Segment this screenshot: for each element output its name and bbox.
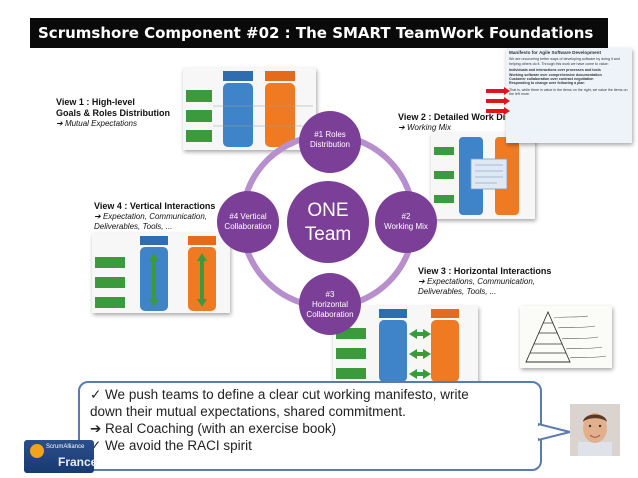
view1-sub: Mutual Expectations [64, 119, 137, 128]
scrum-alliance-logo: ScrumAlliance France [24, 440, 98, 473]
view4-title: View 4 : Vertical Interactions [94, 201, 216, 211]
manifesto-line-2: Working software over comprehensive docu… [509, 72, 602, 77]
speech-bubble [78, 381, 542, 471]
view3-sub-b: Deliverables, Tools, ... [418, 287, 497, 296]
node-2-circle [375, 191, 437, 253]
arrow-right-icon: ➔ [94, 212, 103, 221]
node-1-line-a: #1 Roles [314, 130, 346, 139]
bubble-line-2: down their mutual expectations, shared c… [90, 404, 406, 419]
arrow-right-icon: ➔ [398, 123, 407, 132]
view3-diagram [333, 306, 478, 384]
node-1-line-b: Distribution [309, 140, 350, 149]
view2-label: View 2 : Detailed Work Distribution ➔ Wo… [398, 112, 547, 133]
red-arrows-icon [486, 87, 510, 115]
view3-title: View 3 : Horizontal Interactions [418, 266, 552, 276]
view4-label: View 4 : Vertical Interactions ➔ Expecta… [94, 201, 234, 232]
center-label: ONE Team [287, 199, 369, 247]
arrow-right-icon: ➔ [418, 277, 427, 286]
node-4-line-b: Collaboration [224, 222, 272, 231]
node-4-label: #4 Vertical Collaboration [217, 212, 279, 232]
bubble-text: ✓ We push teams to define a clear cut wo… [90, 386, 469, 454]
manifesto-intro: We are uncovering better ways of develop… [509, 57, 620, 66]
center-one: ONE [307, 200, 349, 221]
view2-diagram [431, 133, 535, 219]
node-3-line-b: Horizontal [311, 300, 348, 309]
bubble-line-1: ✓ We push teams to define a clear cut wo… [90, 387, 469, 402]
node-1-label: #1 Roles Distribution [299, 130, 361, 150]
manifesto-line-3: Customer collaboration over contract neg… [509, 77, 594, 82]
presenter-photo [570, 404, 620, 456]
node-3-line-c: Collaboration [306, 310, 354, 319]
logo-mark-icon [30, 444, 44, 458]
view1-label: View 1 : High-level Goals & Roles Distri… [56, 97, 186, 129]
bubble-line-4: ✓ We avoid the RACI spirit [90, 438, 252, 453]
node-3-line-a: #3 [325, 290, 335, 299]
view1-title-b: Goals & Roles Distribution [56, 108, 171, 118]
manifesto-line-1: Individuals and interactions over proces… [509, 68, 601, 73]
view3-sub-a: Expectations, Communication, [426, 277, 535, 286]
logo-bottom-text: France [58, 455, 98, 469]
node-2-line-b: Working Mix [384, 222, 428, 231]
center-team: Team [304, 224, 352, 245]
pyramid-sketch-image [520, 306, 612, 368]
agile-manifesto-image: Manifesto for Agile Software Development… [506, 48, 632, 143]
logo-top-text: ScrumAlliance [46, 444, 85, 450]
view3-label: View 3 : Horizontal Interactions ➔ Expec… [418, 266, 568, 297]
bubble-line-3: ➔ Real Coaching (with an exercise book) [90, 421, 337, 436]
manifesto-title: Manifesto for Agile Software Development [509, 50, 601, 55]
node-3-circle [299, 273, 361, 335]
manifesto-line-4: Responding to change over following a pl… [509, 81, 585, 86]
node-4-line-a: #4 Vertical [229, 212, 267, 221]
node-2-label: #2 Working Mix [375, 212, 437, 232]
view4-sub-a: Expectation, Communication, [102, 212, 207, 221]
view4-diagram [92, 233, 230, 313]
node-3-label: #3 Horizontal Collaboration [299, 290, 361, 320]
node-2-line-a: #2 [401, 212, 411, 221]
view2-title: View 2 : Detailed Work Distribution [398, 112, 547, 122]
view4-sub-b: Deliverables, Tools, ... [94, 222, 173, 231]
speech-bubble-tail [538, 422, 571, 442]
view1-diagram [183, 68, 316, 150]
slide-title: Scrumshore Component #02 : The SMART Tea… [30, 18, 608, 48]
arrow-right-icon: ➔ [56, 119, 65, 128]
node-4-circle [217, 191, 279, 253]
center-circle [287, 181, 369, 263]
view1-title-a: View 1 : High-level [56, 97, 135, 107]
manifesto-outro: That is, while there is value in the ite… [509, 87, 628, 97]
node-1-circle [299, 111, 361, 173]
view2-sub: Working Mix [406, 123, 451, 132]
